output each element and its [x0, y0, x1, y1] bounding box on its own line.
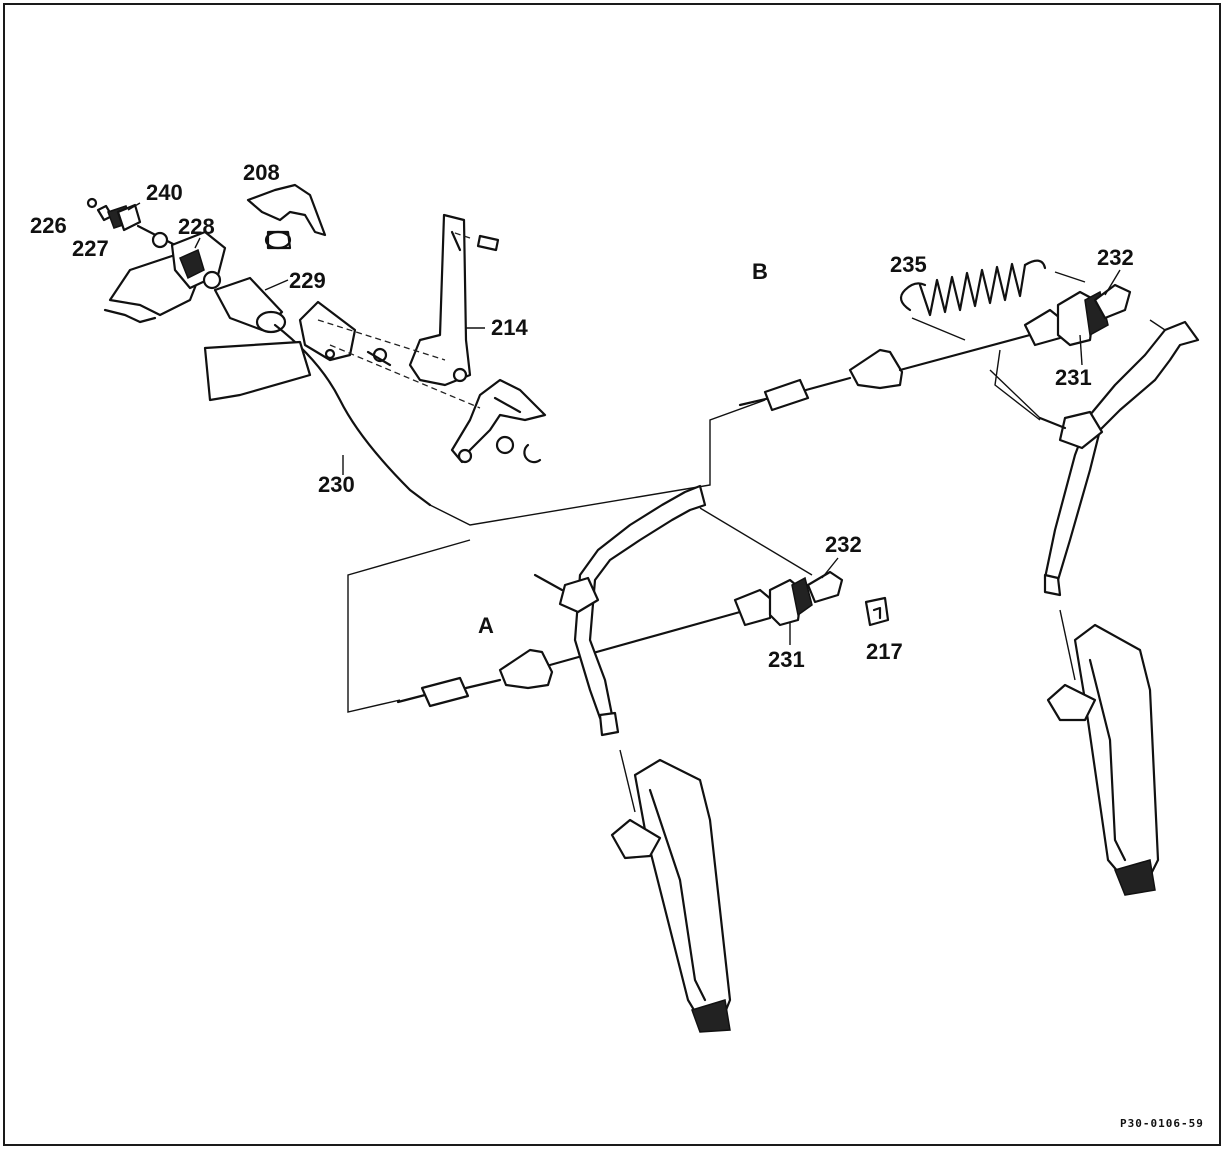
callout-leader: [264, 279, 289, 291]
callout-leader: [127, 202, 141, 211]
callout-leader: [1104, 269, 1121, 296]
pedal-assembly-b: [989, 319, 1200, 896]
callout-229: 229: [289, 268, 326, 293]
bracket-214: [298, 213, 500, 387]
callout-230: 230: [318, 472, 355, 497]
callout-217: 217: [866, 639, 903, 664]
callout-232-a: 232: [825, 532, 862, 557]
lever-208: [246, 183, 327, 250]
view-label-b: B: [752, 259, 768, 284]
callout-leader: [821, 557, 839, 579]
callout-208: 208: [243, 160, 280, 185]
callout-226: 226: [30, 213, 67, 238]
diagram-frame: [3, 3, 1221, 1146]
cable-assembly-a: [396, 570, 844, 708]
drawing-reference: P30-0106-59: [1120, 1117, 1204, 1130]
callout-227: 227: [72, 236, 109, 261]
callout-235: 235: [890, 252, 927, 277]
callout-leader: [194, 237, 201, 249]
callout-231-a: 231: [768, 647, 805, 672]
spring-235: [899, 259, 1086, 341]
slotted-lever: [450, 378, 547, 464]
leader-line: [451, 231, 471, 239]
callout-228: 228: [178, 214, 215, 239]
cable-end-assembly: [86, 197, 432, 507]
view-label-a: A: [478, 613, 494, 638]
routing-line: [347, 539, 471, 713]
callout-214: 214: [491, 315, 528, 340]
clip-217: [864, 596, 890, 627]
cable-assembly-b: [738, 283, 1132, 412]
callout-232-b: 232: [1097, 245, 1134, 270]
callout-leader: [1079, 334, 1083, 366]
callout-231-b: 231: [1055, 365, 1092, 390]
leader-line: [317, 319, 446, 361]
callout-240: 240: [146, 180, 183, 205]
leader-line: [329, 344, 481, 409]
pedal-assembly-a: [533, 484, 813, 1033]
routing-line: [429, 399, 766, 526]
